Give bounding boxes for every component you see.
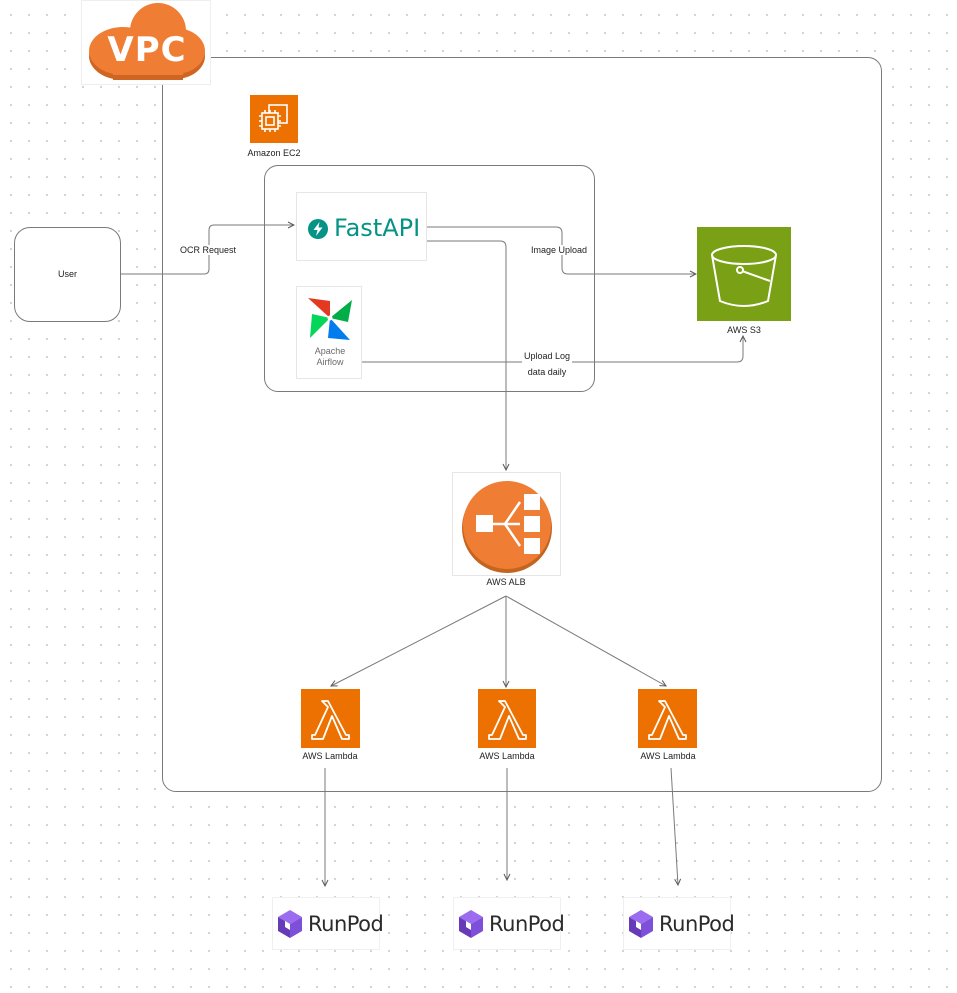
load-balancer-icon [462,481,552,573]
alb-label: AWS ALB [486,577,526,587]
user-label: User [57,269,77,279]
edge-label-image-upload: Image Upload [529,245,590,255]
runpod-3-node[interactable]: RunPod [623,897,735,950]
lambda-2-label: AWS Lambda [479,751,535,761]
airflow-label: Apache Airflow [297,346,363,368]
alb-node[interactable] [452,472,561,576]
edge-airflow-to-s3 [362,336,743,363]
edge-label-upload-log-line2: data daily [527,367,567,377]
edge-alb-to-lambda-3 [505,595,666,686]
edge-label-upload-log: Upload Log data daily [522,348,573,380]
edge-label-ocr-request: OCR Request [178,245,239,255]
bucket-icon [711,245,777,307]
runpod-1-node[interactable]: RunPod [272,897,384,950]
lambda-1-label: AWS Lambda [302,751,358,761]
fastapi-icon [308,219,328,239]
lambda-3-label: AWS Lambda [640,751,696,761]
airflow-label-line2: Airflow [316,357,344,367]
lambda-2-icon[interactable] [478,689,536,748]
runpod-cube-icon [459,910,483,938]
s3-icon[interactable] [697,227,791,321]
edge-lambda-3-to-runpod-3 [670,767,678,885]
lambda-icon [648,700,687,740]
fastapi-label: FastAPI [334,214,421,242]
edge-label-upload-log-line1: Upload Log [524,351,571,361]
airflow-pinwheel-icon [308,298,352,340]
ec2-icon [250,95,298,143]
runpod-2-label: RunPod [489,912,565,936]
user-node[interactable] [14,227,121,322]
lambda-3-icon[interactable] [638,689,697,748]
runpod-2-node[interactable]: RunPod [453,897,565,950]
lambda-icon [311,700,350,740]
edge-fastapi-to-alb [427,240,506,470]
s3-label: AWS S3 [727,325,761,335]
lambda-icon [488,700,527,740]
runpod-cube-icon [278,910,302,938]
vpc-badge: VPC [81,0,211,85]
fastapi-node[interactable]: FastAPI [296,192,427,261]
runpod-cube-icon [629,910,653,938]
vpc-badge-text: VPC [107,30,187,70]
ec2-label: Amazon EC2 [247,148,301,158]
runpod-3-label: RunPod [659,912,735,936]
edge-alb-to-lambda-1 [331,595,507,686]
runpod-1-label: RunPod [308,912,384,936]
lambda-1-icon[interactable] [301,689,360,748]
airflow-node[interactable]: Apache Airflow [296,286,362,379]
airflow-label-line1: Apache [314,346,346,356]
